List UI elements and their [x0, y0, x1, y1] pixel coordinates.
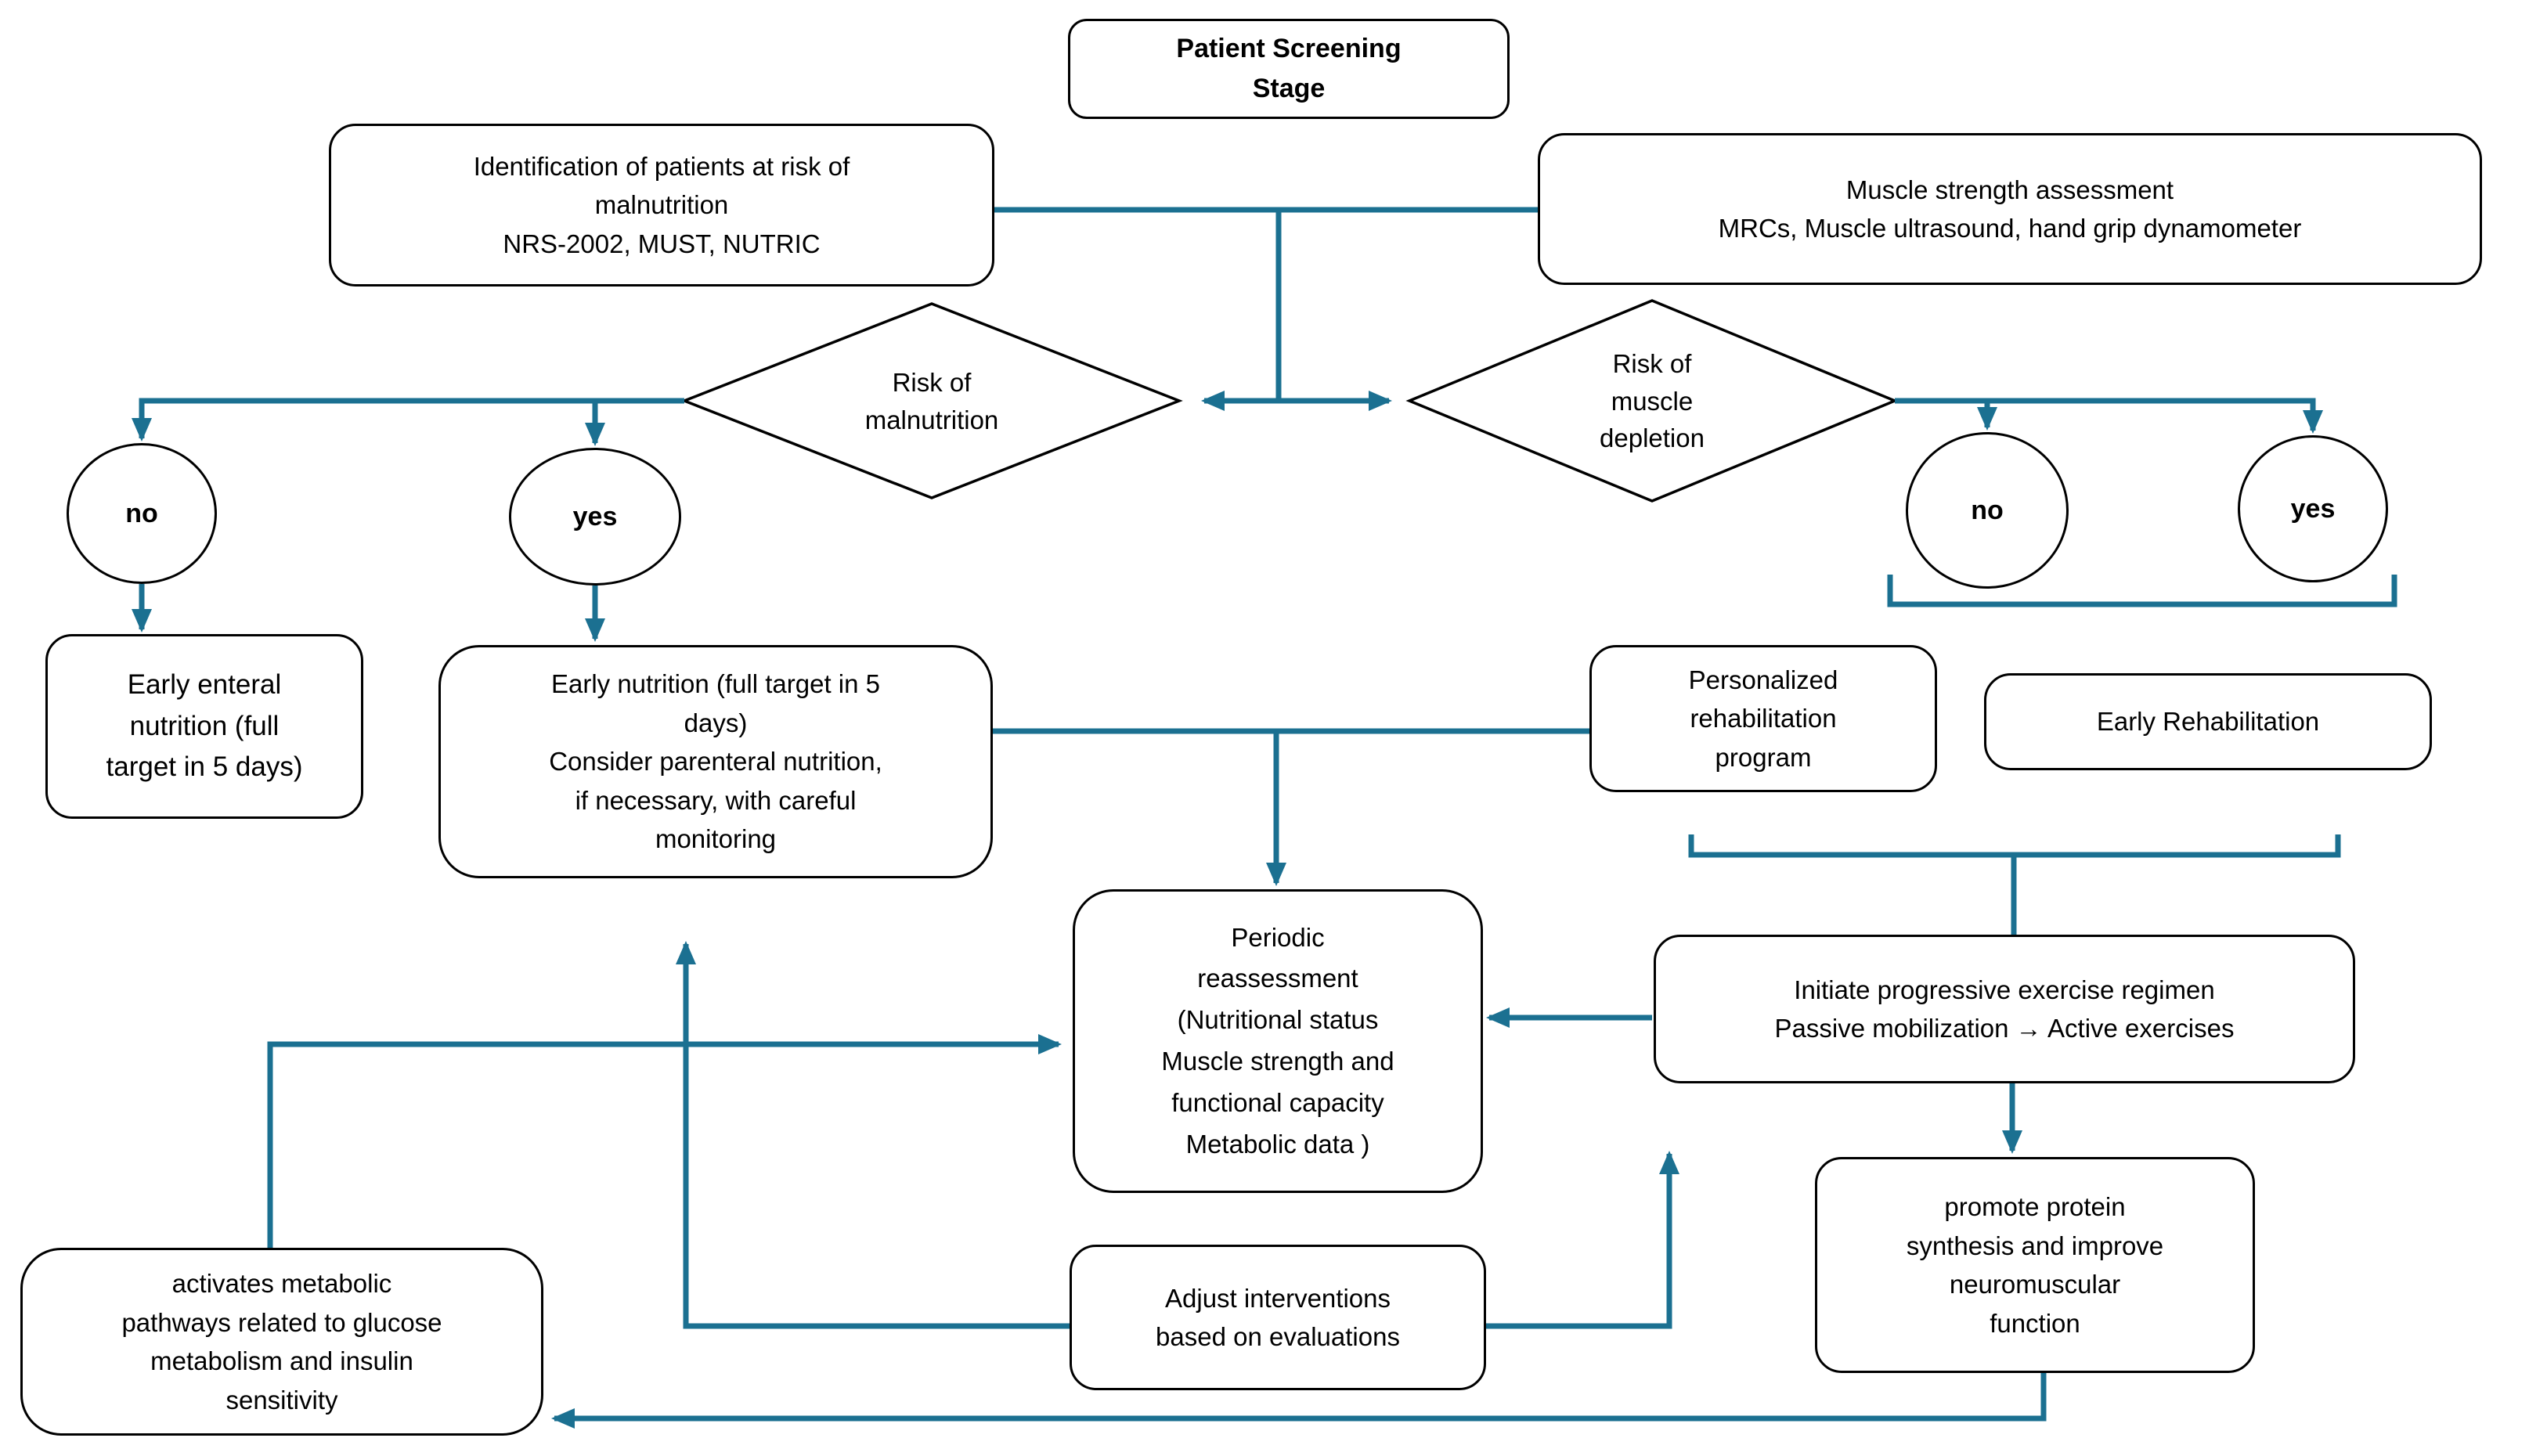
- outcome-depletion-yes: yes: [2238, 435, 2388, 582]
- connector-adjust-to-early-nutrition: [676, 941, 1070, 1329]
- node-early-enteral-nutrition: Early enteral nutrition (full target in …: [45, 634, 363, 819]
- connector-malnutrition-no: [132, 398, 684, 441]
- outcome-malnutrition-yes: yes: [509, 448, 681, 586]
- outcome-malnutrition-no: no: [67, 443, 217, 584]
- node-promote-protein: promote protein synthesis and improve ne…: [1815, 1157, 2255, 1373]
- node-periodic-reassessment: Periodic reassessment (Nutritional statu…: [1073, 889, 1483, 1193]
- node-early-rehabilitation: Early Rehabilitation: [1984, 673, 2432, 770]
- node-personalized-rehabilitation: Personalized rehabilitation program: [1589, 645, 1937, 792]
- node-adjust-interventions: Adjust interventions based on evaluation…: [1070, 1245, 1486, 1390]
- node-activates-metabolic: activates metabolic pathways related to …: [20, 1248, 543, 1436]
- node-identification: Identification of patients at risk of ma…: [329, 124, 994, 287]
- bracket-rehab-programs: [1688, 834, 2341, 858]
- node-early-nutrition: Early nutrition (full target in 5 days) …: [438, 645, 993, 878]
- node-muscle-assessment: Muscle strength assessment MRCs, Muscle …: [1538, 133, 2482, 285]
- connector-adjust-to-initiate: [1486, 1151, 1679, 1329]
- node-patient-screening-stage: Patient Screening Stage: [1068, 19, 1510, 119]
- decision-risk-of-malnutrition-label: Risk of malnutrition: [864, 367, 999, 434]
- connector-promote-to-activates: [551, 1373, 2047, 1429]
- decision-risk-of-muscle-depletion-label: Risk of muscle depletion: [1600, 348, 1705, 453]
- connector-depletion-yes: [1895, 398, 2323, 434]
- node-initiate-exercise: Initiate progressive exercise regimen Pa…: [1654, 935, 2355, 1083]
- outcome-depletion-no: no: [1906, 432, 2069, 589]
- decision-risk-of-malnutrition-shape: [680, 302, 1183, 499]
- connector-activates-to-periodic: [267, 1034, 1062, 1248]
- bracket-depletion-outcomes: [1887, 575, 2397, 607]
